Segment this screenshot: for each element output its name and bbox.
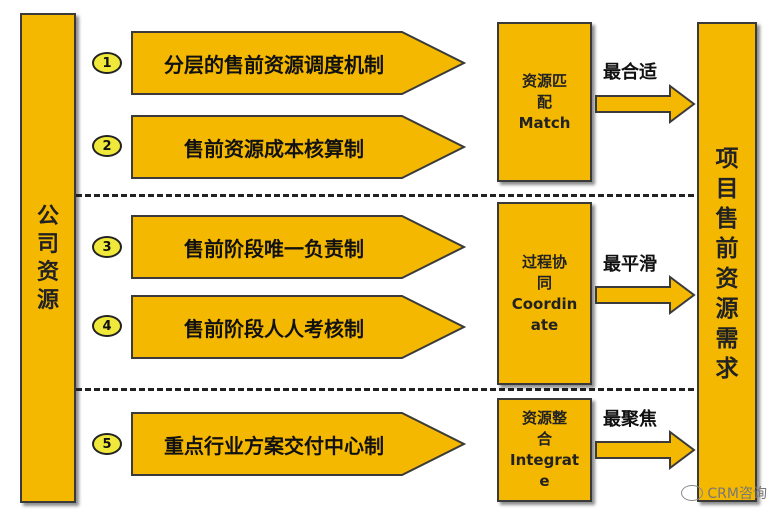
badge-4: 4 (92, 315, 122, 337)
project-presales-demand-label: 项 目 售 前 资 源 需 求 (715, 146, 739, 382)
result-label-most-suitable: 最合适 (603, 62, 657, 83)
resource-match-box: 资源匹 配 Match (497, 22, 592, 182)
company-resources-box: 公 司 资 源 (20, 13, 76, 503)
mechanism-arrow-2: 售前资源成本核算制 (130, 114, 467, 180)
resource-match-line-3: Match (518, 113, 571, 132)
resource-match-line-1: 资源匹 (521, 71, 567, 90)
badge-3: 3 (92, 236, 122, 258)
resource-integrate-box: 资源整 合 Integrat e (497, 398, 592, 502)
result-arrow-2 (594, 275, 696, 315)
mechanism-arrow-1: 分层的售前资源调度机制 (130, 30, 467, 96)
process-coordinate-line-3: Coordin (511, 294, 578, 313)
resource-match-line-2: 配 (536, 92, 552, 111)
project-presales-demand-box: 项 目 售 前 资 源 需 求 (697, 22, 757, 502)
mechanism-arrow-4: 售前阶段人人考核制 (130, 294, 467, 360)
separator-line-1 (76, 194, 694, 197)
watermark-text: CRM咨询 (707, 486, 767, 502)
wechat-icon (681, 485, 704, 501)
watermark: CRM咨询 (681, 483, 767, 503)
result-label-smoothest: 最平滑 (603, 254, 657, 275)
resource-integrate-line-3: Integrat (509, 451, 580, 469)
resource-integrate-line-2: 合 (536, 430, 552, 448)
process-coordinate-line-4: ate (530, 315, 559, 334)
mechanism-label-5: 重点行业方案交付中心制 (164, 433, 384, 458)
process-coordinate-box: 过程协 同 Coordin ate (497, 202, 592, 385)
process-coordinate-line-2: 同 (536, 273, 552, 292)
badge-5: 5 (92, 433, 122, 455)
result-arrow-1 (594, 84, 696, 124)
mechanism-arrow-5: 重点行业方案交付中心制 (130, 411, 467, 477)
resource-integrate-line-1: 资源整 (521, 409, 567, 427)
separator-line-2 (76, 388, 694, 391)
result-arrow-3 (594, 430, 696, 470)
process-coordinate-line-1: 过程协 (521, 252, 567, 271)
result-label-most-focused: 最聚焦 (603, 409, 657, 430)
mechanism-label-2: 售前资源成本核算制 (184, 136, 364, 161)
badge-2: 2 (92, 135, 122, 157)
badge-1: 1 (92, 52, 122, 74)
mechanism-label-4: 售前阶段人人考核制 (184, 316, 364, 341)
mechanism-arrow-3: 售前阶段唯一负责制 (130, 214, 467, 280)
mechanism-label-3: 售前阶段唯一负责制 (184, 236, 364, 261)
resource-integrate-line-4: e (539, 472, 550, 490)
mechanism-label-1: 分层的售前资源调度机制 (164, 52, 384, 77)
company-resources-label: 公 司 资 源 (36, 204, 59, 313)
